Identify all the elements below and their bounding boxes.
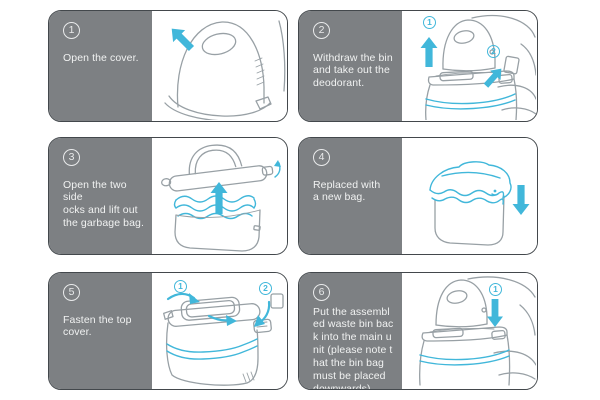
step-number-badge: 2 bbox=[313, 21, 330, 39]
step-3-illustration bbox=[152, 138, 287, 254]
bin-withdraw-drawing bbox=[420, 14, 536, 120]
garbage-bag-drawing bbox=[160, 144, 281, 252]
open-arrow-icon bbox=[171, 28, 195, 52]
step-panel-5: 5 Fasten the top cover. bbox=[48, 272, 288, 390]
deodorant-arrow-icon bbox=[483, 68, 502, 88]
step-number-badge: 5 bbox=[63, 283, 80, 301]
step-caption: Open the cover. bbox=[63, 51, 139, 64]
cover-drawing bbox=[164, 20, 286, 120]
callout-2-badge: 2 bbox=[487, 45, 500, 58]
step-panel-2: 2 Withdraw the bin and take out the deod… bbox=[298, 10, 538, 122]
step-2-illustration: 1 2 bbox=[402, 11, 537, 121]
step-caption: Put the assembl ed waste bin bac k into … bbox=[313, 305, 394, 390]
new-bag-drawing bbox=[429, 161, 530, 246]
callout-1-badge: 1 bbox=[423, 16, 436, 29]
step-number-badge: 1 bbox=[63, 21, 80, 39]
step-5-illustration: 1 2 bbox=[152, 273, 287, 389]
step-1-sidebar: 1 Open the cover. bbox=[49, 11, 152, 121]
step-number-badge: 4 bbox=[313, 148, 330, 166]
step-number-badge: 6 bbox=[313, 283, 330, 301]
callout-1-badge: 1 bbox=[174, 280, 187, 293]
step-caption: Open the two side ocks and lift out the … bbox=[63, 178, 145, 230]
step-4-sidebar: 4 Replaced with a new bag. bbox=[299, 138, 402, 254]
step-panel-3: 3 Open the two side ocks and lift out th… bbox=[48, 137, 288, 255]
step-caption: Fasten the top cover. bbox=[63, 313, 132, 339]
place-bag-arrow-icon bbox=[512, 185, 530, 215]
step-panel-1: 1 Open the cover. bbox=[48, 10, 288, 122]
step-4-illustration bbox=[402, 138, 537, 254]
lift-bag-arrow-icon bbox=[210, 182, 228, 214]
lift-arrow-icon bbox=[420, 37, 438, 67]
step-2-sidebar: 2 Withdraw the bin and take out the deod… bbox=[299, 11, 402, 121]
callout-2-badge: 2 bbox=[259, 282, 272, 295]
step-6-sidebar: 6 Put the assembl ed waste bin bac k int… bbox=[299, 273, 402, 389]
step-panel-4: 4 Replaced with a new bag. bbox=[298, 137, 538, 255]
step-1-illustration bbox=[152, 11, 287, 121]
fasten-cover-drawing bbox=[163, 292, 284, 386]
step-caption: Replaced with a new bag. bbox=[313, 178, 381, 204]
reassemble-drawing bbox=[418, 276, 536, 386]
step-3-sidebar: 3 Open the two side ocks and lift out th… bbox=[49, 138, 152, 254]
callout-1-badge: 1 bbox=[489, 283, 502, 296]
step-caption: Withdraw the bin and take out the deodor… bbox=[313, 51, 393, 90]
step-6-illustration: 1 bbox=[402, 273, 537, 389]
step-5-sidebar: 5 Fasten the top cover. bbox=[49, 273, 152, 389]
insert-arrow-icon bbox=[487, 299, 503, 327]
step-panel-6: 6 Put the assembl ed waste bin bac k int… bbox=[298, 272, 538, 390]
step-number-badge: 3 bbox=[63, 148, 80, 166]
